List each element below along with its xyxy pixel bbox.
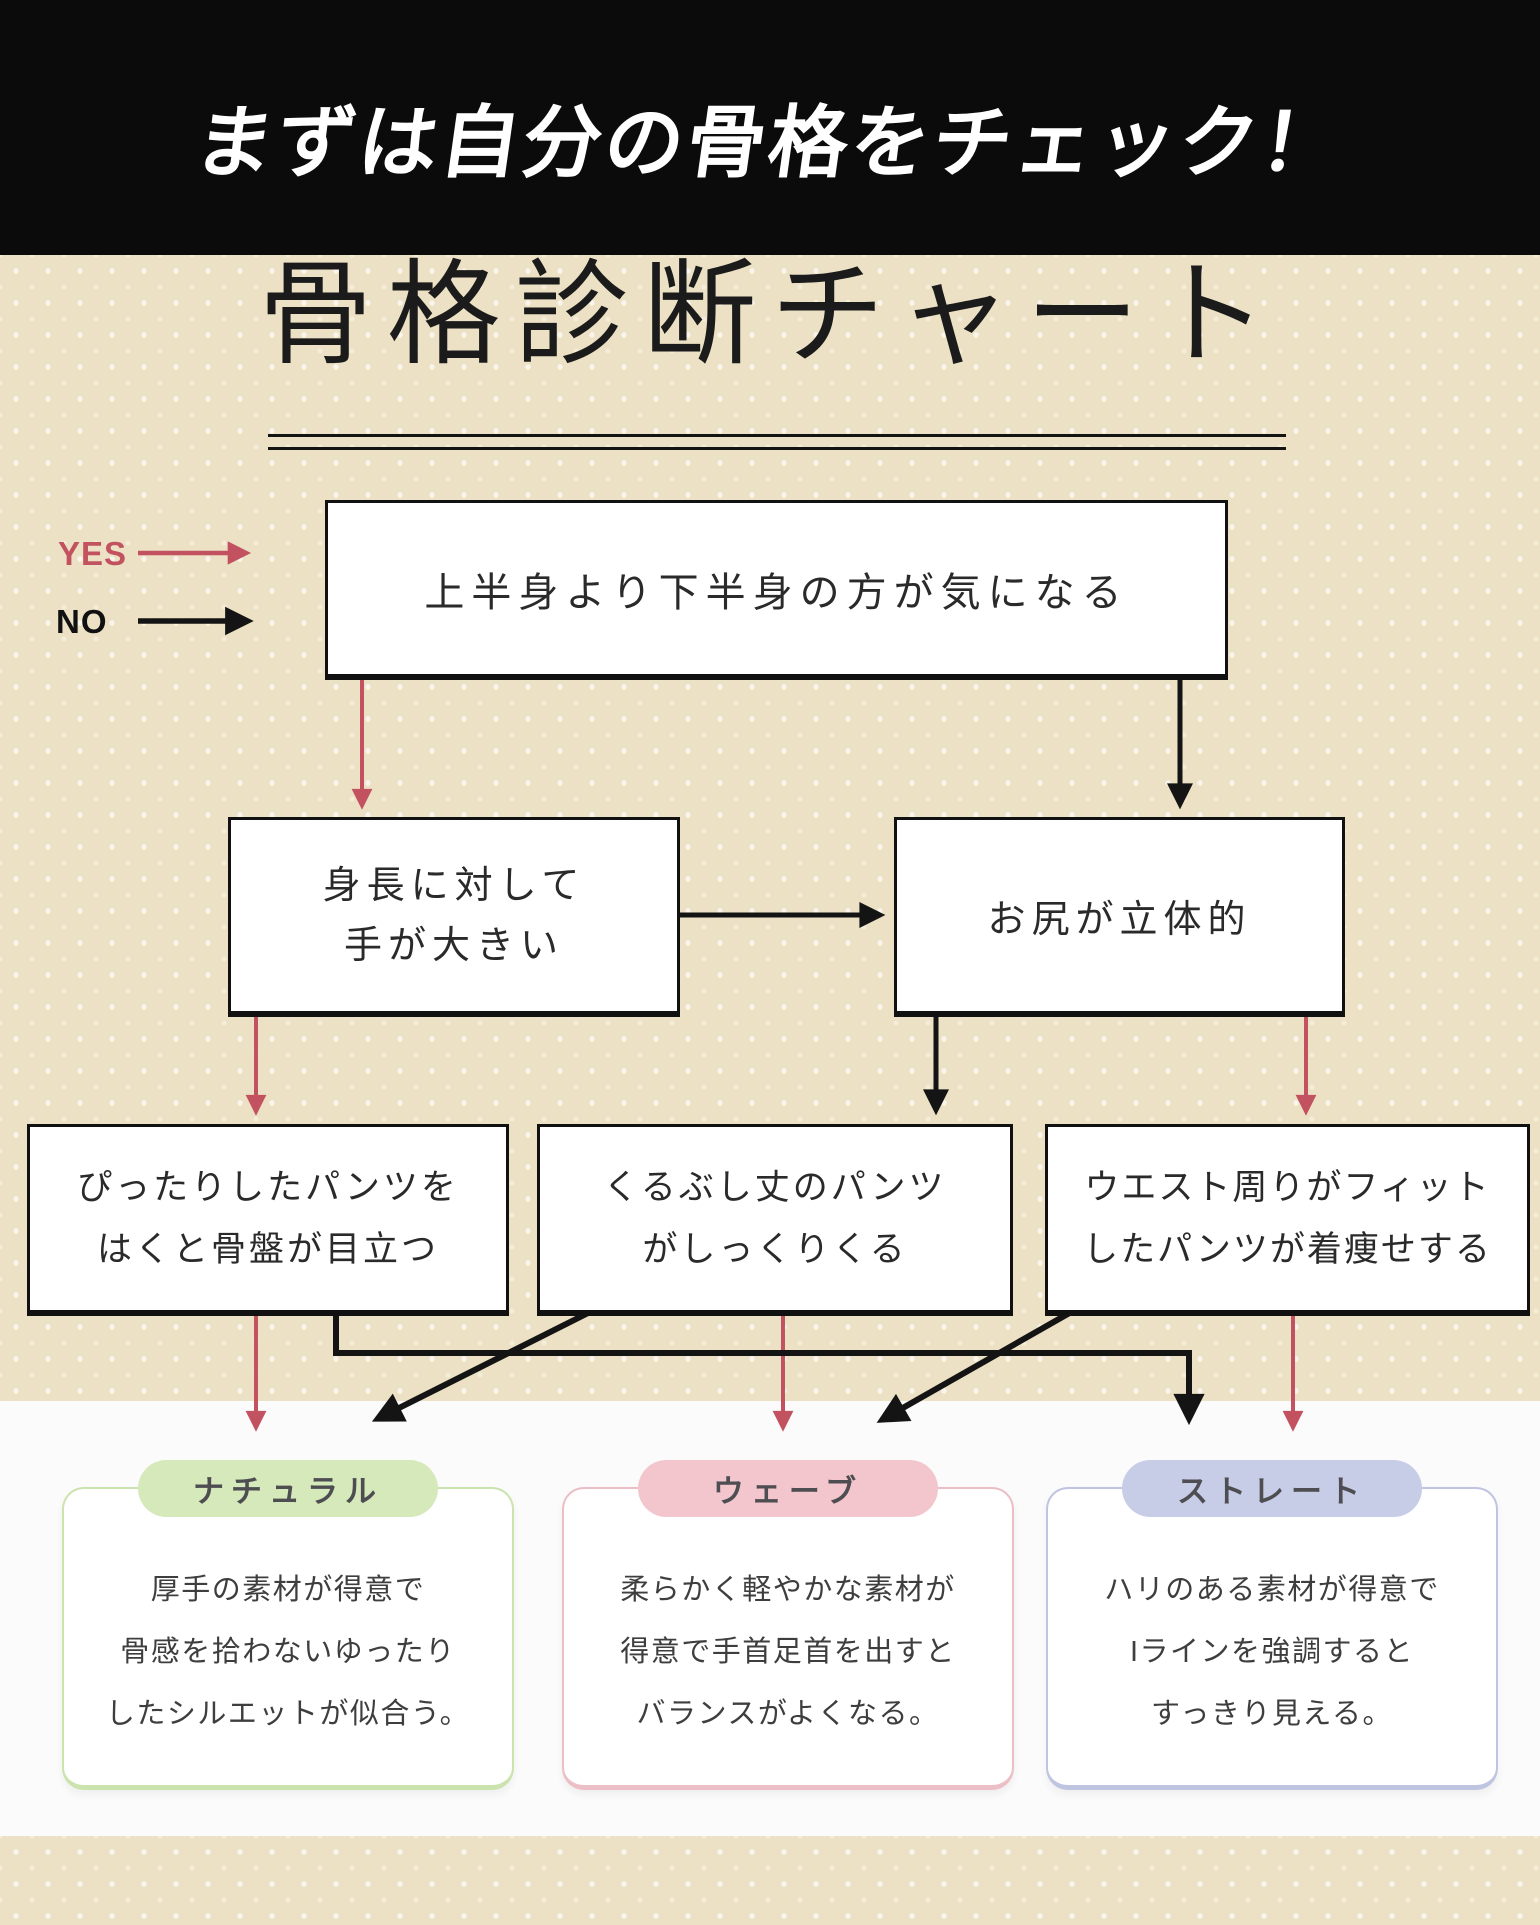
question-text-line2: したパンツが着痩せする (1083, 1229, 1492, 1269)
page-title: まずは自分の骨格をチェック！ (188, 98, 1350, 187)
title-double-underline (268, 434, 1286, 450)
result-desc-line1: 柔らかく軽やかな素材が (620, 1574, 956, 1606)
header-band (0, 0, 1540, 255)
question-box-hip-shape: お尻が立体的 (894, 817, 1345, 1017)
result-label-straight: ストレート (1122, 1460, 1422, 1517)
question-box-big-hands: 身長に対して 手が大きい (228, 817, 680, 1017)
question-box-tight-pants-pelvis: ぴったりしたパンツを はくと骨盤が目立つ (27, 1124, 509, 1316)
result-desc-line1: 厚手の素材が得意で (150, 1574, 426, 1606)
result-desc-line3: すっきり見える。 (1151, 1698, 1393, 1730)
question-text-line1: くるぶし丈のパンツ (603, 1167, 947, 1207)
question-text-line2: 手が大きい (343, 924, 564, 967)
result-card-wave: 柔らかく軽やかな素材が 得意で手首足首を出すと バランスがよくなる。 (562, 1487, 1014, 1790)
result-label-wave: ウェーブ (638, 1460, 938, 1517)
question-text-line2: はくと骨盤が目立つ (96, 1229, 439, 1269)
question-text-line1: ぴったりしたパンツを (77, 1167, 459, 1207)
result-desc-line3: したシルエットが似合う。 (105, 1698, 471, 1730)
result-desc-line2: 骨感を拾わないゆったり (120, 1636, 456, 1668)
result-desc-line1: ハリのある素材が得意で (1104, 1574, 1440, 1606)
result-desc-line2: Iラインを強調すると (1129, 1636, 1415, 1668)
question-box-fitted-waist: ウエスト周りがフィット したパンツが着痩せする (1045, 1124, 1530, 1316)
result-label-natural: ナチュラル (138, 1460, 438, 1517)
question-box-ankle-pants: くるぶし丈のパンツ がしっくりくる (537, 1124, 1013, 1316)
question-text: お尻が立体的 (987, 899, 1252, 941)
footer-band (0, 1836, 1540, 1925)
result-card-natural: 厚手の素材が得意で 骨感を拾わないゆったり したシルエットが似合う。 (62, 1487, 514, 1790)
legend-no-label: NO (56, 603, 108, 640)
result-desc-line3: バランスがよくなる。 (636, 1698, 940, 1730)
legend-yes-label: YES (58, 535, 128, 572)
question-text-line2: がしっくりくる (642, 1229, 908, 1269)
question-text-line1: ウエスト周りがフィット (1084, 1167, 1491, 1207)
question-text-line1: 身長に対して (322, 864, 586, 907)
result-desc-line2: 得意で手首足首を出すと (620, 1636, 956, 1668)
chart-title: 骨格診断チャート (258, 252, 1282, 379)
result-card-straight: ハリのある素材が得意で Iラインを強調すると すっきり見える。 (1046, 1487, 1498, 1790)
question-text: 上半身より下半身の方が気になる (424, 570, 1129, 615)
question-box-lower-body: 上半身より下半身の方が気になる (325, 500, 1228, 680)
